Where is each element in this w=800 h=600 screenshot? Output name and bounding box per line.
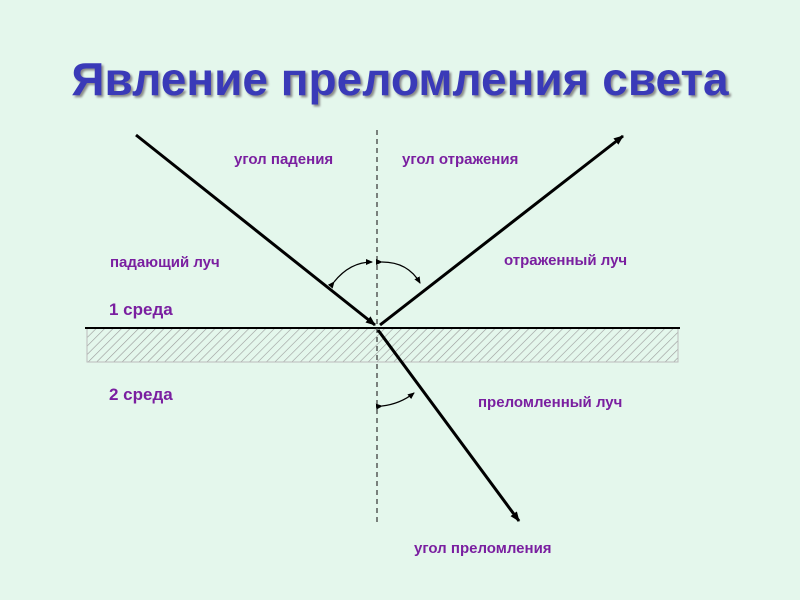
label-medium-2: 2 среда <box>109 385 173 404</box>
label-refracted-ray: преломленный луч <box>478 394 622 411</box>
angle-reflection-arc <box>375 258 421 284</box>
label-angle-refraction: угол преломления <box>414 540 552 557</box>
angle-refraction-arc <box>375 392 415 410</box>
slide-title: Явление преломления света <box>71 53 729 105</box>
label-incident-ray: падающий луч <box>110 254 220 271</box>
label-reflected-ray: отраженный луч <box>504 252 627 269</box>
refracted-ray <box>376 329 521 522</box>
medium-2-hatched-band <box>86 327 679 363</box>
reflected-ray <box>379 134 624 327</box>
label-angle-incidence: угол падения <box>234 151 333 168</box>
incident-ray <box>135 133 376 327</box>
label-medium-1: 1 среда <box>109 300 173 319</box>
angle-incidence-arc <box>327 259 373 289</box>
label-angle-reflection: угол отражения <box>402 151 518 168</box>
